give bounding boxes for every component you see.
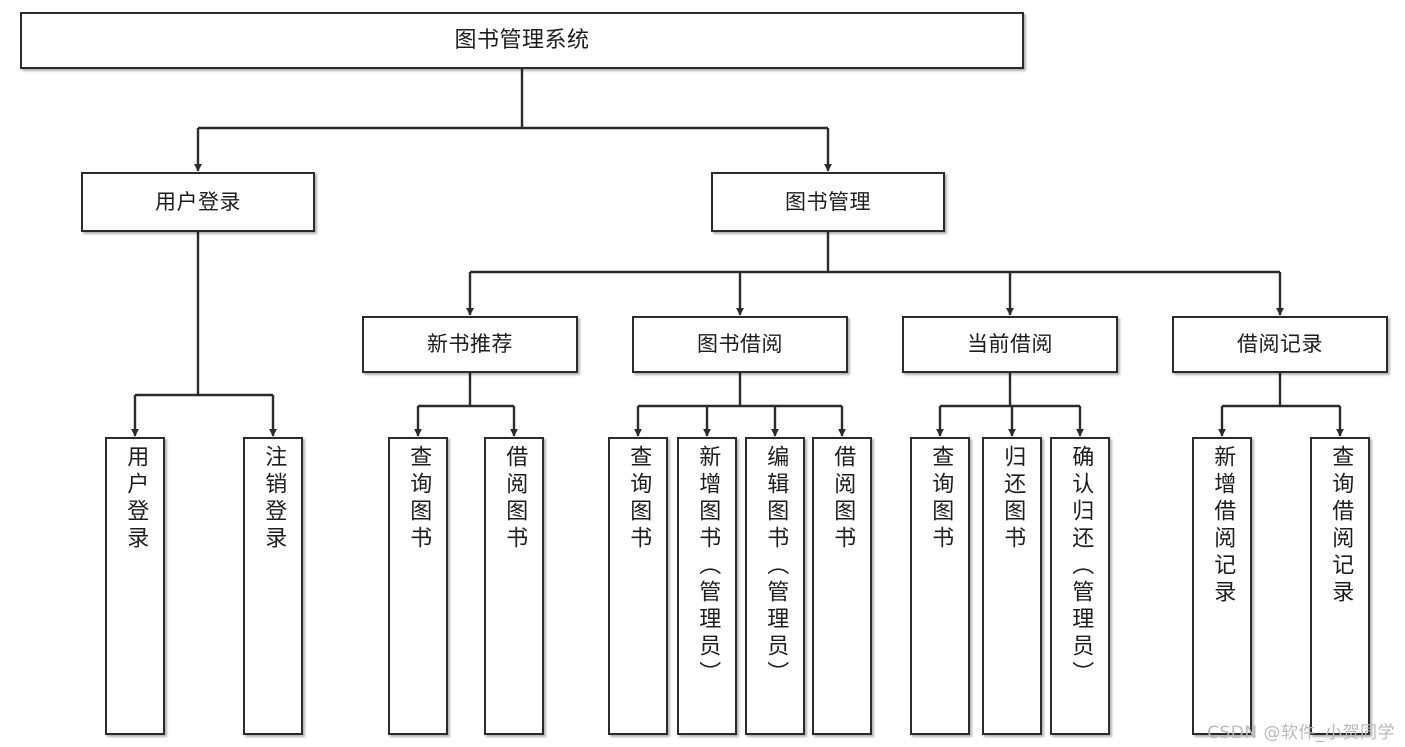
node-label: 确认归还（管理员） bbox=[1068, 445, 1094, 688]
node-borrow-record: 借阅记录 bbox=[1172, 316, 1388, 373]
node-label: 归还图书 bbox=[1000, 445, 1026, 553]
node-current-borrow: 当前借阅 bbox=[902, 316, 1118, 373]
node-leaf-query-book-1: 查询图书 bbox=[388, 437, 448, 735]
node-leaf-query-book-2: 查询图书 bbox=[608, 437, 668, 735]
node-label: 新增图书（管理员） bbox=[695, 445, 721, 688]
node-leaf-add-record: 新增借阅记录 bbox=[1192, 437, 1252, 735]
node-label: 借阅记录 bbox=[1237, 332, 1323, 357]
node-leaf-return-book: 归还图书 bbox=[982, 437, 1042, 735]
node-book-manage: 图书管理 bbox=[711, 172, 945, 232]
node-leaf-borrow-book-2: 借阅图书 bbox=[812, 437, 872, 735]
node-leaf-confirm-return: 确认归还（管理员） bbox=[1050, 437, 1110, 735]
node-label: 用户登录 bbox=[123, 445, 149, 553]
node-label: 编辑图书（管理员） bbox=[763, 445, 789, 688]
node-label: 用户登录 bbox=[155, 189, 241, 214]
node-label: 图书管理系统 bbox=[454, 27, 590, 53]
node-leaf-query-book-3: 查询图书 bbox=[910, 437, 970, 735]
node-label: 借阅图书 bbox=[830, 445, 856, 553]
node-leaf-add-book: 新增图书（管理员） bbox=[677, 437, 737, 735]
node-label: 查询图书 bbox=[928, 445, 954, 553]
node-label: 查询图书 bbox=[406, 445, 432, 553]
node-leaf-user-login: 用户登录 bbox=[105, 437, 165, 735]
node-label: 新书推荐 bbox=[427, 332, 513, 357]
node-leaf-edit-book: 编辑图书（管理员） bbox=[745, 437, 805, 735]
node-new-book-rec: 新书推荐 bbox=[362, 316, 578, 373]
node-label: 查询图书 bbox=[626, 445, 652, 553]
node-leaf-user-logout: 注销登录 bbox=[243, 437, 303, 735]
csdn-watermark: CSDN @软件_小贺同学 bbox=[1207, 723, 1395, 743]
node-book-borrow: 图书借阅 bbox=[632, 316, 848, 373]
node-label: 图书管理 bbox=[785, 189, 871, 214]
node-label: 当前借阅 bbox=[967, 332, 1053, 357]
node-label: 查询借阅记录 bbox=[1328, 445, 1354, 607]
node-label: 注销登录 bbox=[261, 445, 287, 553]
node-label: 借阅图书 bbox=[502, 445, 528, 553]
node-leaf-query-record: 查询借阅记录 bbox=[1310, 437, 1370, 735]
node-label: 新增借阅记录 bbox=[1210, 445, 1236, 607]
node-leaf-borrow-book-1: 借阅图书 bbox=[484, 437, 544, 735]
node-label: 图书借阅 bbox=[697, 332, 783, 357]
node-root: 图书管理系统 bbox=[20, 12, 1024, 69]
node-user-login: 用户登录 bbox=[81, 172, 315, 232]
